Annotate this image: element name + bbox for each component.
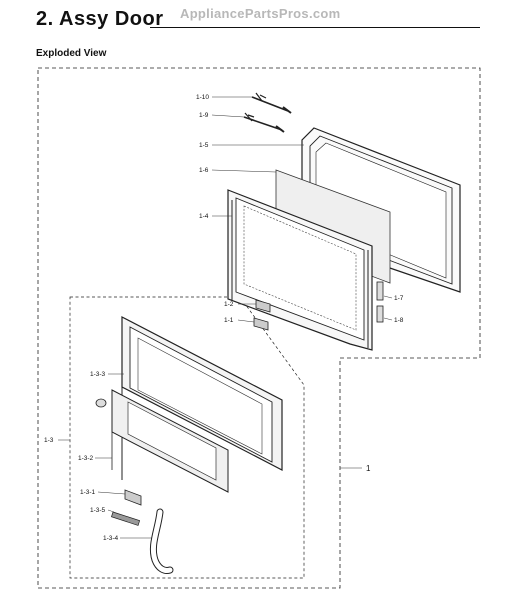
callout-1: 1 xyxy=(366,464,371,473)
part-1-8 xyxy=(376,305,384,323)
callout-1-2: 1-2 xyxy=(224,301,234,308)
callout-1-9: 1-9 xyxy=(199,112,209,119)
watermark: AppliancePartsPros.com xyxy=(180,6,341,21)
callout-1-10: 1-10 xyxy=(196,94,209,101)
title-underline xyxy=(150,27,480,28)
callout-1-1: 1-1 xyxy=(224,317,234,324)
callout-1-4: 1-4 xyxy=(199,213,209,220)
callout-1-5: 1-5 xyxy=(199,142,209,149)
callout-1-3: 1-3 xyxy=(44,437,54,444)
part-1-2-clip xyxy=(255,299,271,313)
part-1-3-3-door-panel xyxy=(121,316,283,480)
section-label: Exploded View xyxy=(36,48,107,59)
callout-1-3-4: 1-3-4 xyxy=(103,535,119,542)
leader-lines xyxy=(58,96,393,539)
part-1-3-1-plate xyxy=(124,489,142,506)
callout-1-3-3: 1-3-3 xyxy=(90,371,106,378)
callout-1-3-2: 1-3-2 xyxy=(78,455,94,462)
part-1-3-5-strip xyxy=(111,511,141,526)
callout-1-7: 1-7 xyxy=(394,295,404,302)
part-1-1-clip xyxy=(253,317,269,331)
part-1-9 xyxy=(243,112,285,133)
page-title: 2. Assy Door xyxy=(36,8,164,30)
subassembly-boundary-outline xyxy=(69,296,305,579)
assembly-boundary-outline xyxy=(37,67,481,589)
part-knob xyxy=(95,398,107,408)
part-1-10 xyxy=(251,92,292,114)
part-1-7 xyxy=(376,281,384,301)
part-1-3-2-window-panel xyxy=(111,389,229,493)
callout-1-3-1: 1-3-1 xyxy=(80,489,96,496)
callout-1-6: 1-6 xyxy=(199,167,209,174)
callout-1-8: 1-8 xyxy=(394,317,404,324)
callout-1-3-5: 1-3-5 xyxy=(90,507,106,514)
